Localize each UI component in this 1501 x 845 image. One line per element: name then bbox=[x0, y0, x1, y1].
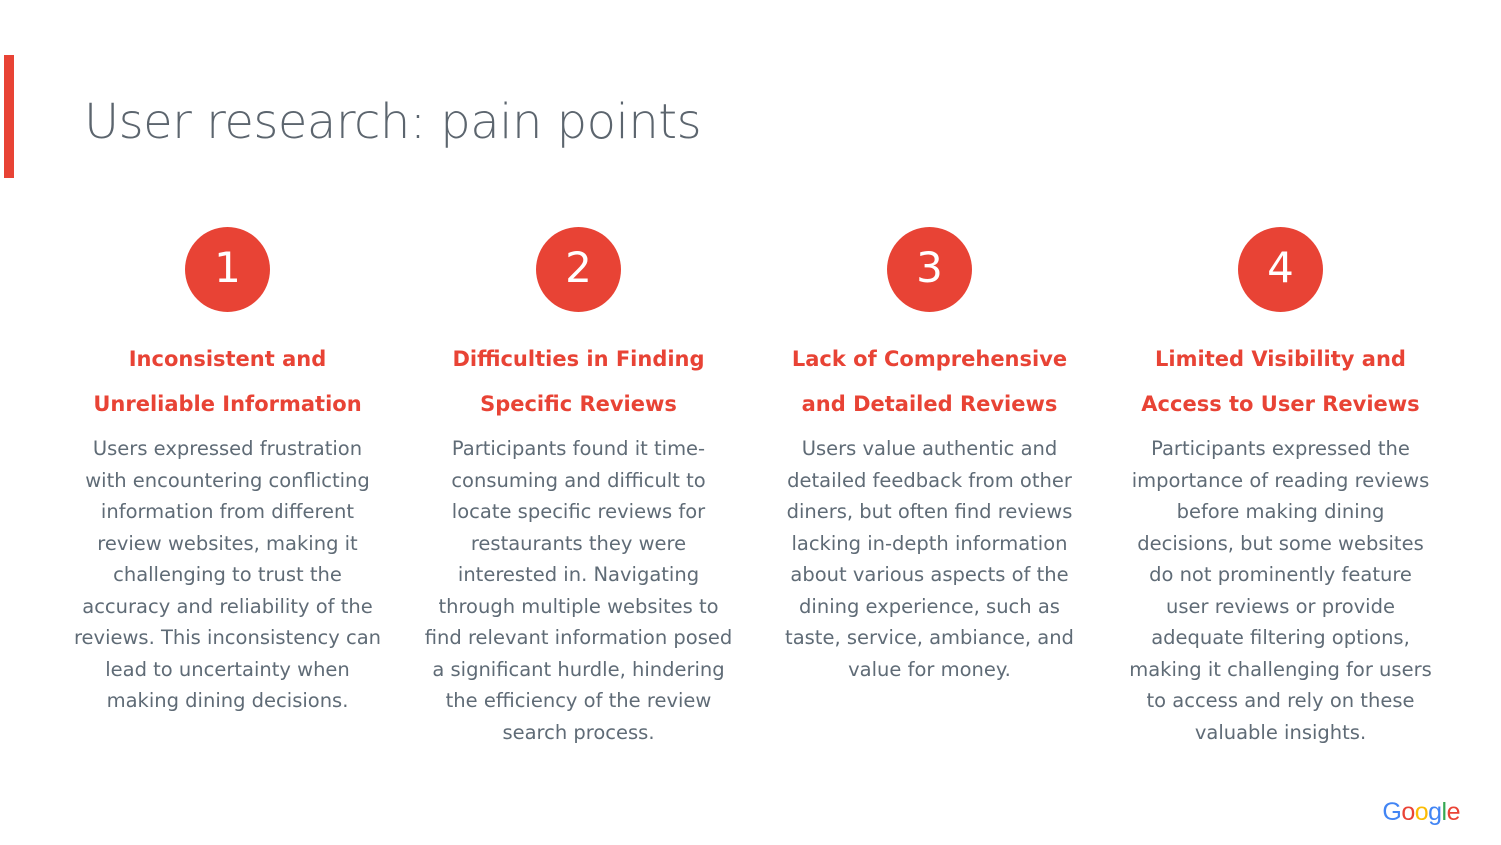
pain-point-column-1: 1 Inconsistent and Unreliable Informatio… bbox=[52, 227, 403, 748]
google-logo: Google bbox=[1382, 800, 1460, 825]
google-logo-letter-g2: g bbox=[1428, 798, 1442, 826]
pain-point-2-description: Participants found it time-consuming and… bbox=[424, 437, 733, 744]
pain-point-2-title: Difficulties in Finding Specific Reviews bbox=[452, 337, 704, 427]
step-3-badge: 3 bbox=[887, 227, 972, 312]
pain-point-1-title-line-1: Inconsistent and bbox=[128, 347, 327, 371]
pain-point-3-description: Users value authentic and detailed feedb… bbox=[785, 437, 1074, 681]
step-3-number: 3 bbox=[916, 243, 943, 292]
pain-point-2-title-line-2: Specific Reviews bbox=[480, 392, 677, 416]
step-1-badge: 1 bbox=[185, 227, 270, 312]
step-4-number: 4 bbox=[1267, 243, 1294, 292]
pain-point-4-title-line-1: Limited Visibility and bbox=[1155, 347, 1406, 371]
google-logo-letter-l: l bbox=[1441, 798, 1448, 826]
pain-point-4-description: Participants expressed the importance of… bbox=[1129, 437, 1432, 744]
pain-point-4-title: Limited Visibility and Access to User Re… bbox=[1141, 337, 1419, 427]
pain-point-4-title-line-2: Access to User Reviews bbox=[1141, 392, 1420, 416]
pain-point-1-description: Users expressed frustration with encount… bbox=[73, 437, 382, 712]
step-2-number: 2 bbox=[565, 243, 592, 292]
google-logo-letter-g1: G bbox=[1382, 798, 1402, 826]
step-4-badge: 4 bbox=[1238, 227, 1323, 312]
pain-point-column-2: 2 Difficulties in Finding Specific Revie… bbox=[403, 227, 754, 748]
step-1-number: 1 bbox=[214, 243, 241, 292]
pain-point-3-title-line-1: Lack of Comprehensive bbox=[791, 347, 1068, 371]
page-title: User research: pain points bbox=[84, 94, 702, 150]
pain-point-2-title-line-1: Difficulties in Finding bbox=[452, 347, 705, 371]
pain-point-column-4: 4 Limited Visibility and Access to User … bbox=[1105, 227, 1456, 748]
google-logo-letter-e: e bbox=[1446, 798, 1461, 826]
pain-point-1-title: Inconsistent and Unreliable Information bbox=[93, 337, 361, 427]
google-logo-letter-o1: o bbox=[1401, 798, 1415, 826]
pain-point-column-3: 3 Lack of Comprehensive and Detailed Rev… bbox=[754, 227, 1105, 748]
pain-point-3-title: Lack of Comprehensive and Detailed Revie… bbox=[792, 337, 1067, 427]
pain-point-1-title-line-2: Unreliable Information bbox=[93, 392, 362, 416]
step-2-badge: 2 bbox=[536, 227, 621, 312]
pain-point-3-title-line-2: and Detailed Reviews bbox=[801, 392, 1058, 416]
pain-points-row: 1 Inconsistent and Unreliable Informatio… bbox=[52, 227, 1456, 748]
google-logo-letter-o2: o bbox=[1414, 798, 1429, 826]
accent-bar bbox=[4, 55, 14, 178]
